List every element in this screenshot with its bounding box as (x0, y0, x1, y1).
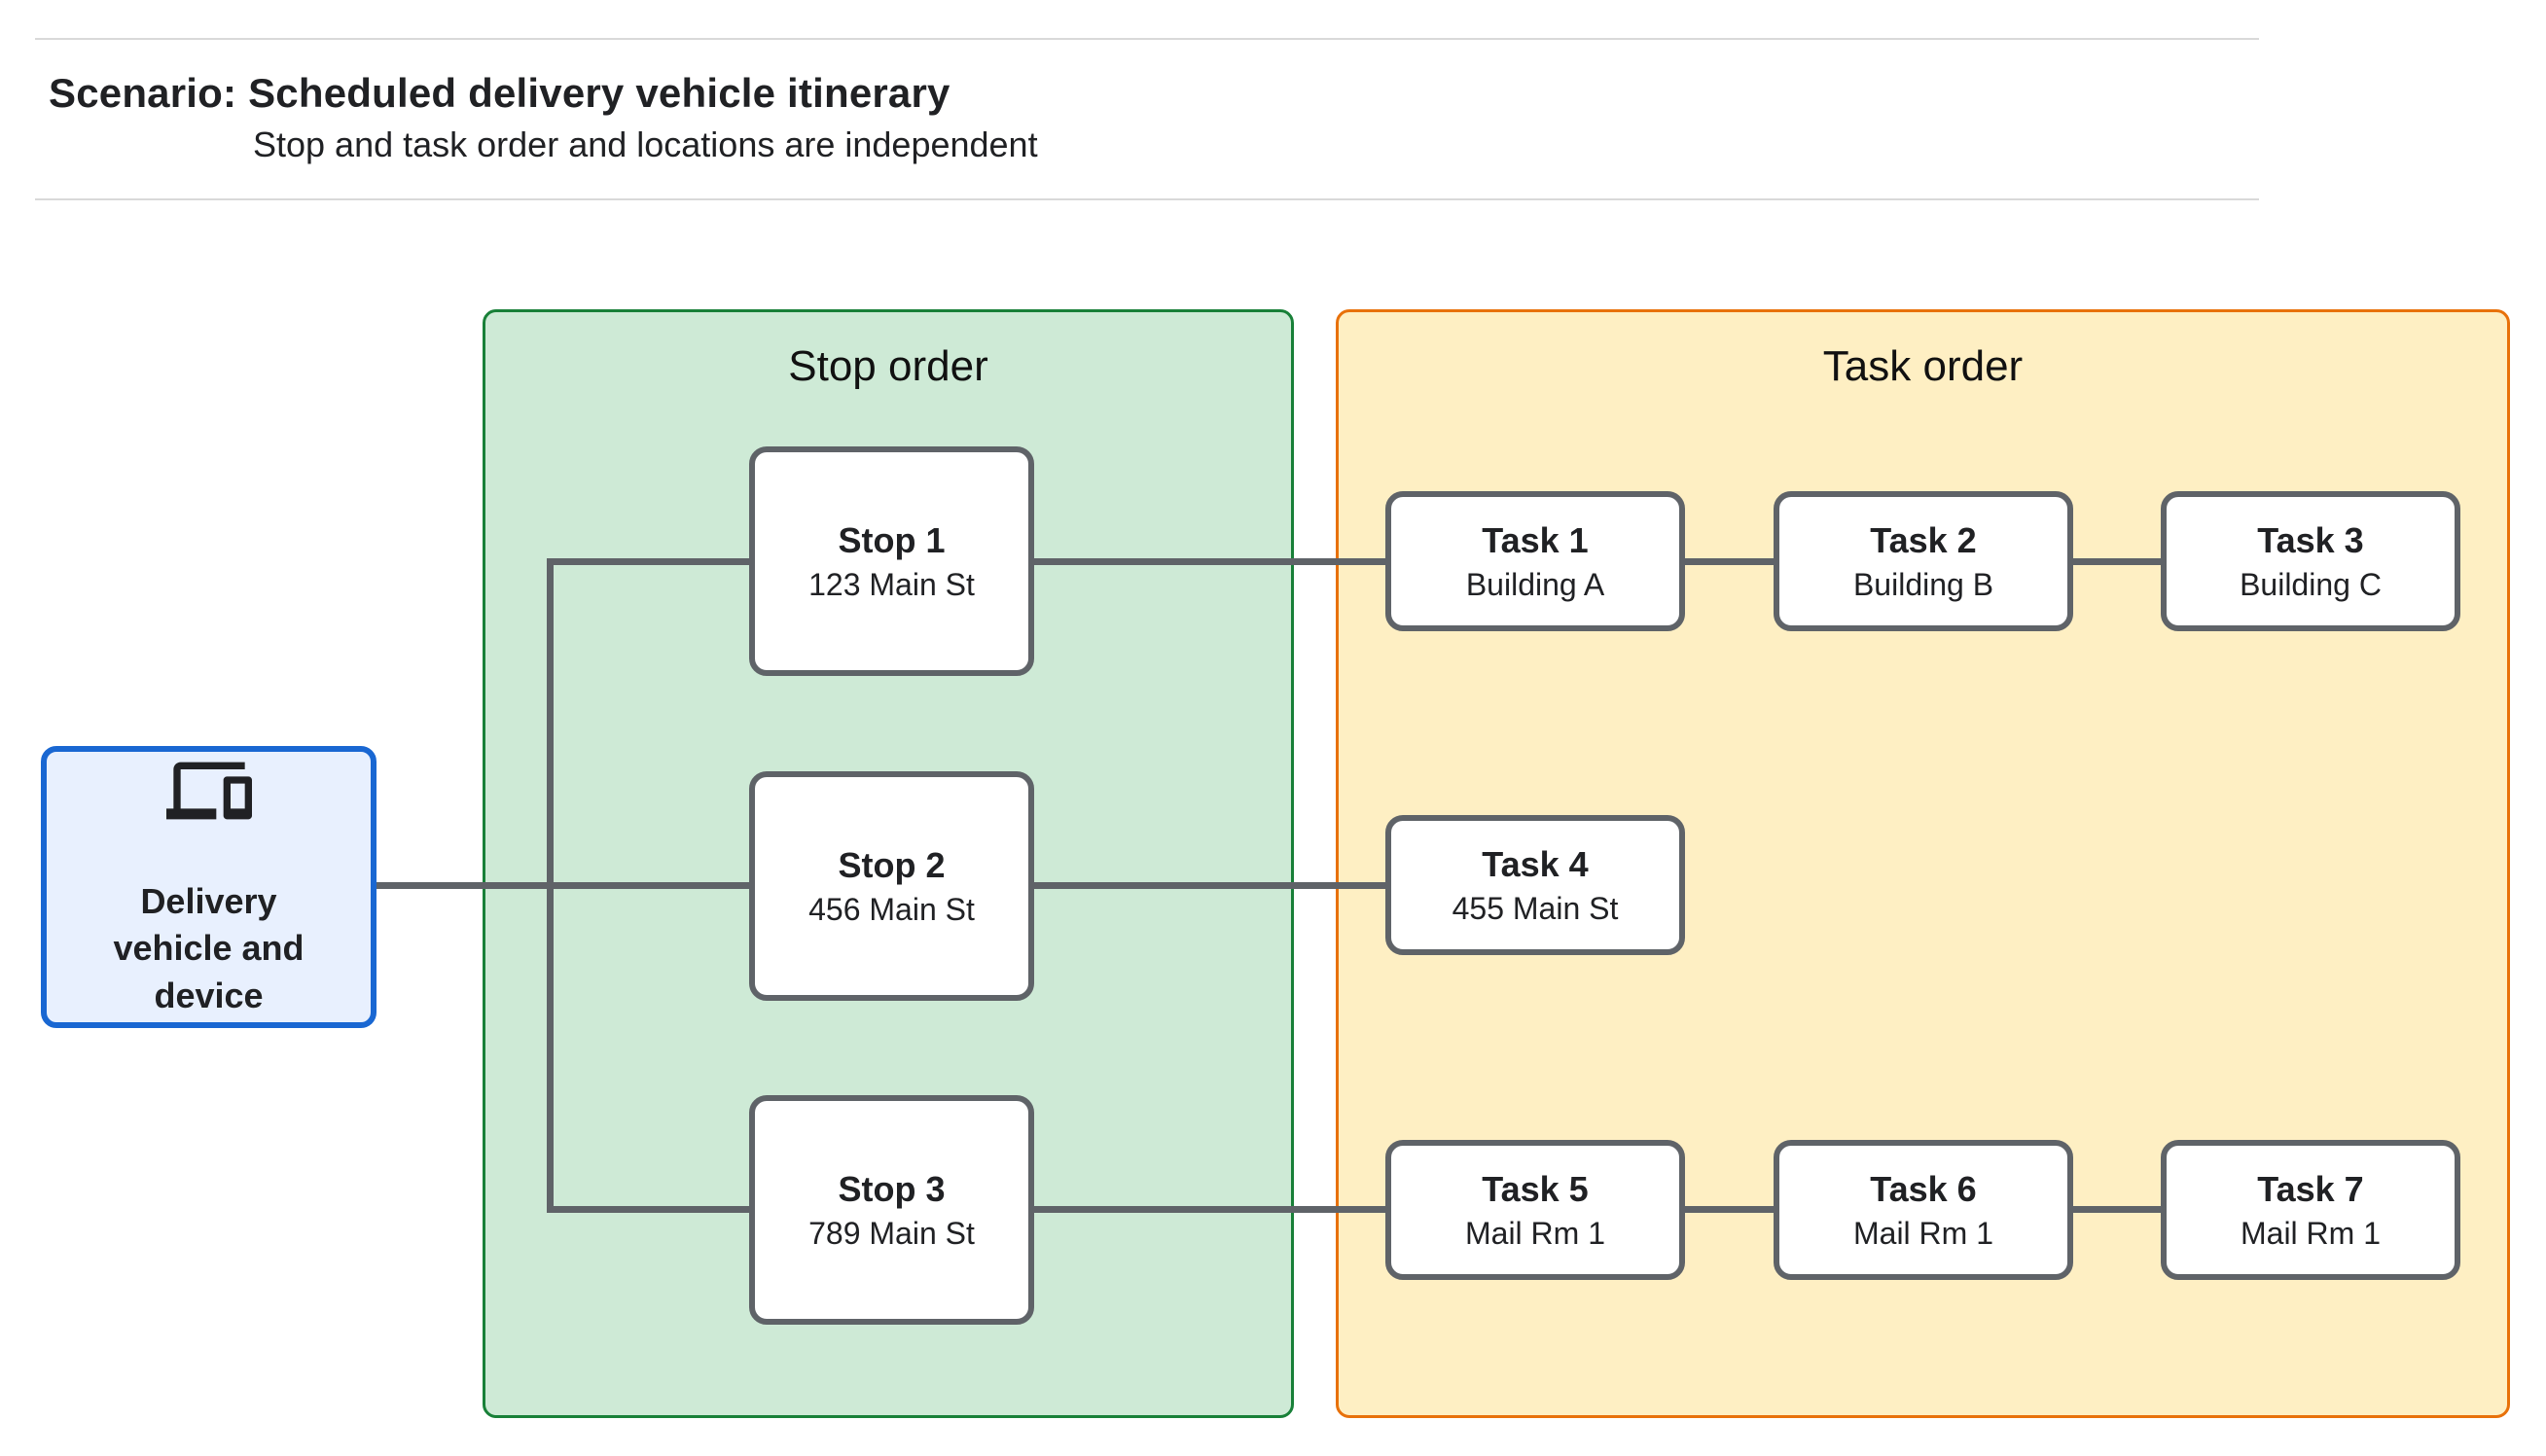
stop-order-title: Stop order (788, 342, 988, 390)
task-7-location: Mail Rm 1 (2240, 1215, 2381, 1251)
stop-1-address: 123 Main St (808, 566, 975, 602)
task-3-title: Task 3 (2257, 519, 2364, 560)
stop-3-title: Stop 3 (838, 1168, 946, 1209)
task-7-title: Task 7 (2257, 1168, 2364, 1209)
task-1-location: Building A (1465, 566, 1605, 602)
task-4-location: 455 Main St (1452, 890, 1619, 926)
delivery-vehicle-node: Delivery vehicle and device (41, 746, 377, 1028)
stop-2-node: Stop 2 456 Main St (749, 771, 1034, 1001)
connector-trunk-to-stop1 (550, 558, 749, 565)
stop-2-title: Stop 2 (838, 844, 946, 885)
stop-1-title: Stop 1 (838, 519, 946, 560)
stop-3-node: Stop 3 789 Main St (749, 1095, 1034, 1325)
connector-task1-to-task2 (1682, 558, 1775, 565)
task-4-node: Task 4 455 Main St (1385, 815, 1685, 955)
task-5-location: Mail Rm 1 (1464, 1215, 1605, 1251)
task-5-node: Task 5 Mail Rm 1 (1385, 1140, 1685, 1280)
task-5-title: Task 5 (1482, 1168, 1589, 1209)
connector-task2-to-task3 (2070, 558, 2164, 565)
stop-2-address: 456 Main St (808, 891, 975, 927)
task-1-title: Task 1 (1482, 519, 1589, 560)
stop-1-node: Stop 1 123 Main St (749, 446, 1034, 676)
task-2-node: Task 2 Building B (1774, 491, 2073, 631)
task-1-node: Task 1 Building A (1385, 491, 1685, 631)
task-2-title: Task 2 (1870, 519, 1977, 560)
page-subtitle: Stop and task order and locations are in… (253, 124, 1038, 164)
task-2-location: Building B (1852, 566, 1994, 602)
task-6-location: Mail Rm 1 (1852, 1215, 1993, 1251)
task-3-location: Building C (2240, 566, 2382, 602)
task-4-title: Task 4 (1482, 843, 1589, 884)
task-7-node: Task 7 Mail Rm 1 (2161, 1140, 2460, 1280)
connector-vehicle-to-stop2 (375, 882, 749, 889)
connector-stop1-to-task1 (1031, 558, 1385, 565)
connector-stop2-to-task4 (1031, 882, 1385, 889)
connector-stops-trunk (547, 558, 554, 1213)
top-divider (35, 38, 2259, 40)
connector-stop3-to-task5 (1031, 1206, 1385, 1213)
connector-task5-to-task6 (1682, 1206, 1775, 1213)
task-order-title: Task order (1822, 342, 2024, 390)
task-6-title: Task 6 (1870, 1168, 1977, 1209)
header-divider (35, 198, 2259, 200)
page-title: Scenario: Scheduled delivery vehicle iti… (49, 70, 950, 116)
stop-3-address: 789 Main St (808, 1215, 975, 1251)
task-3-node: Task 3 Building C (2161, 491, 2460, 631)
devices-icon (165, 755, 252, 832)
vehicle-node-label: Delivery vehicle and device (113, 880, 305, 1015)
connector-task6-to-task7 (2070, 1206, 2164, 1213)
task-6-node: Task 6 Mail Rm 1 (1774, 1140, 2073, 1280)
connector-trunk-to-stop3 (550, 1206, 749, 1213)
